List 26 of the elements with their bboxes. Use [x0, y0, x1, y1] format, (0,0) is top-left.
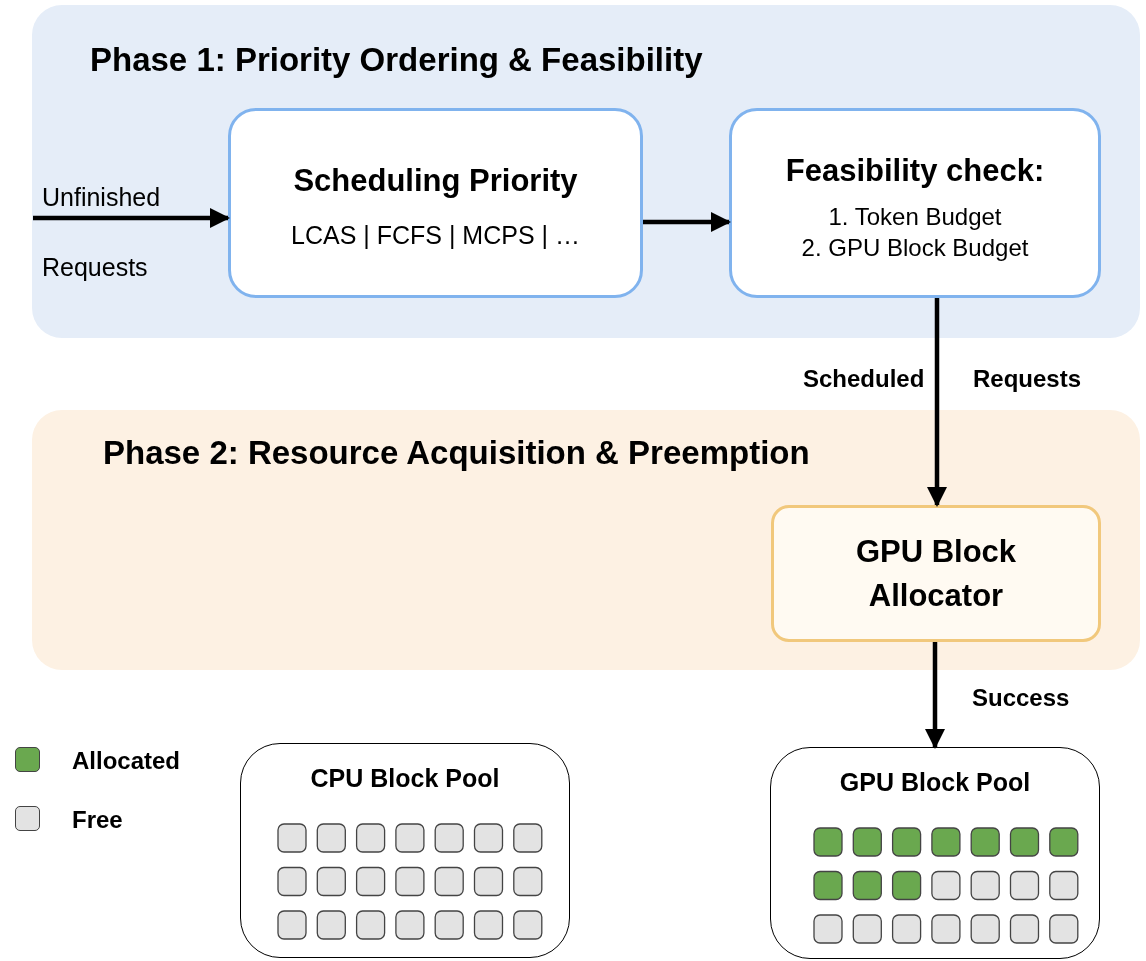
- box-text: LCAS | FCFS | MCPS | …: [291, 220, 580, 250]
- pool-title: GPU Block Pool: [838, 768, 1032, 797]
- box-text: 1. Token Budget: [828, 202, 1002, 231]
- edge-label: Unfinished Requests: [42, 182, 162, 283]
- arrow: [643, 211, 732, 233]
- legend-label: Allocated: [72, 747, 181, 775]
- edge-label: Scheduled Requests: [801, 364, 1083, 394]
- box-title: Feasibility check:: [785, 153, 1045, 189]
- box-title: GPU Block Allocator: [854, 533, 1018, 615]
- arrow: [926, 298, 948, 508]
- legend-label: Free: [72, 806, 123, 834]
- edge-label: Success: [972, 683, 1071, 713]
- process-box: [729, 108, 1101, 298]
- box-text: 2. GPU Block Budget: [801, 234, 1029, 262]
- box-title: Scheduling Priority: [293, 163, 578, 199]
- process-box: [228, 108, 643, 298]
- phase-title: Phase 1: Priority Ordering & Feasibility: [90, 41, 703, 79]
- arrow: [33, 207, 231, 229]
- arrow: [924, 642, 946, 750]
- block-pool-panel: [240, 743, 570, 958]
- phase-band: [32, 410, 1140, 670]
- phase-band: [32, 5, 1140, 338]
- phase-title: Phase 2: Resource Acquisition & Preemption: [103, 434, 810, 472]
- allocator-box: [771, 505, 1101, 642]
- block-pool-panel: [770, 747, 1100, 959]
- pool-title: CPU Block Pool: [309, 764, 501, 793]
